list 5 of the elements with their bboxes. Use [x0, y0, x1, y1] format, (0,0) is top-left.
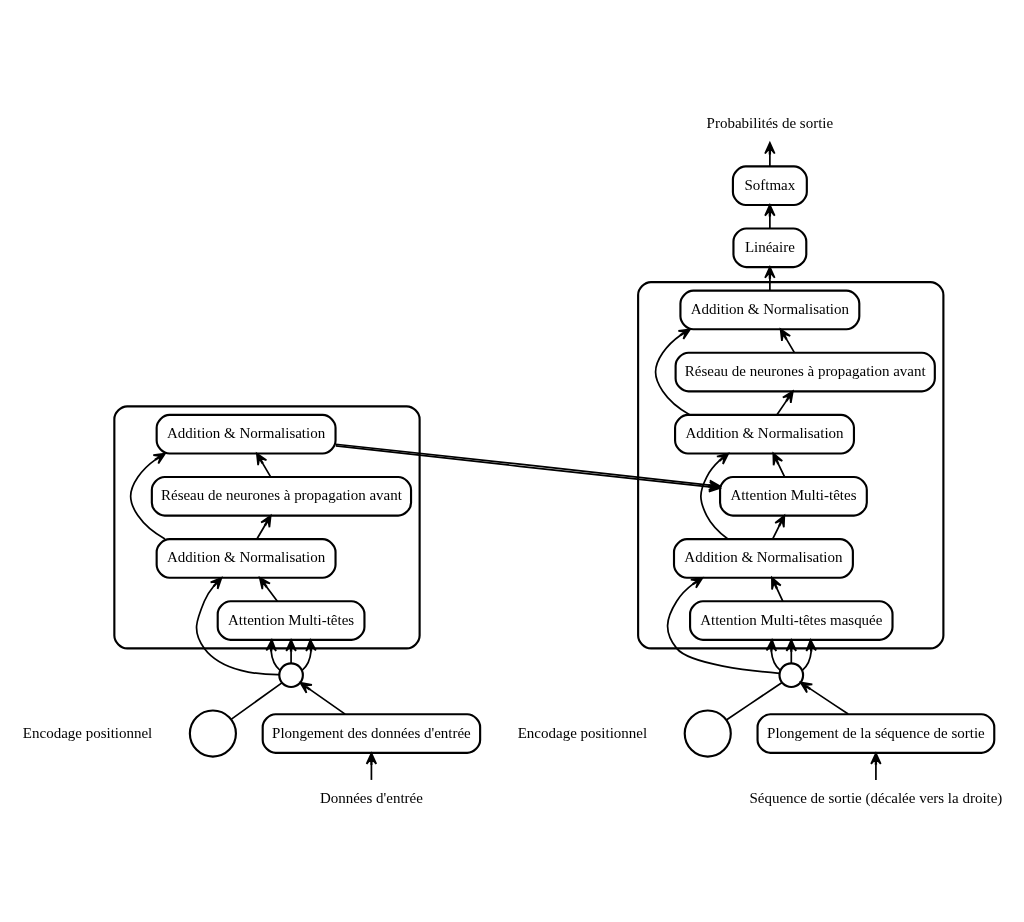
node-text: Données d'entrée [319, 789, 423, 806]
node-label: Encodage positionnel [517, 724, 648, 741]
node-text: Séquence de sortie (décalée vers la droite) [749, 789, 1003, 806]
node-label: Encodage positionnel [22, 724, 153, 741]
node-text: Probabilités de sortie [706, 114, 834, 131]
